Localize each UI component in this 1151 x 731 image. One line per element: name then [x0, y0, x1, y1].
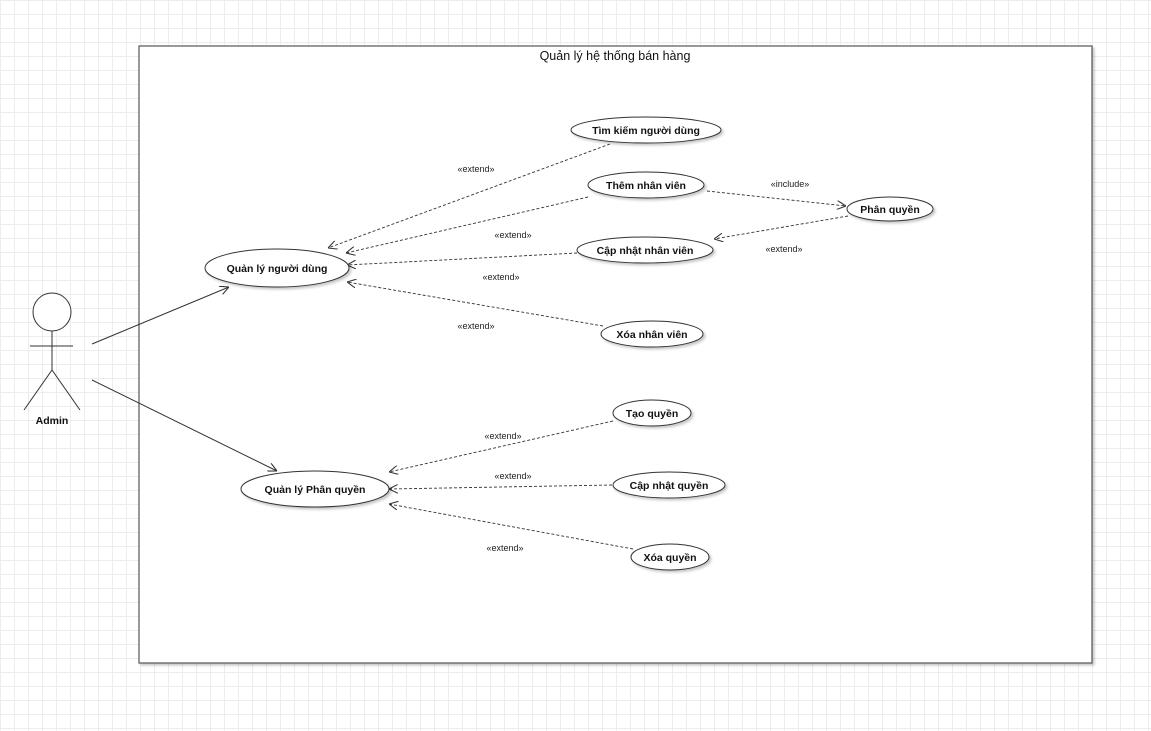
usecase-label: Xóa quyền: [643, 552, 696, 564]
association-admin-quan-ly-nguoi-dung[interactable]: [91, 287, 229, 345]
usecase-label: Tạo quyền: [626, 408, 679, 420]
actor-admin[interactable]: Admin: [23, 292, 81, 427]
actor-label: Admin: [36, 415, 69, 427]
stereotype-extend-label: «extend»: [486, 543, 523, 553]
stereotype-extend-label: «extend»: [494, 230, 531, 240]
actor-head: [32, 292, 72, 332]
usecase-label: Thêm nhân viên: [606, 180, 686, 192]
usecase-label: Phân quyền: [860, 204, 920, 216]
usecase-tao-quyen[interactable]: Tạo quyền: [612, 399, 692, 427]
stereotype-extend-label: «extend»: [457, 321, 494, 331]
usecase-cap-nhat-quyen[interactable]: Cập nhật quyền: [612, 471, 726, 499]
association-admin-quan-ly-phan-quyen[interactable]: [91, 379, 277, 471]
stereotype-include-label: «include»: [771, 179, 810, 189]
usecase-label: Cập nhật quyền: [630, 480, 709, 492]
stereotype-extend-label: «extend»: [482, 272, 519, 282]
extend-cap-nhat-nhan-vien[interactable]: [347, 252, 578, 265]
usecase-label: Tìm kiếm người dùng: [592, 125, 700, 137]
extend-tao-quyen[interactable]: [389, 420, 614, 472]
extend-xoa-quyen[interactable]: [389, 504, 634, 550]
stereotype-extend-label: «extend»: [494, 471, 531, 481]
include-phan-quyen[interactable]: [706, 190, 846, 206]
extend-them-nhan-vien[interactable]: [346, 196, 589, 253]
usecase-tim-kiem-nguoi-dung[interactable]: Tìm kiếm người dùng: [570, 116, 722, 144]
system-boundary[interactable]: Quản lý hệ thống bán hàng: [138, 45, 1093, 664]
usecase-xoa-nhan-vien[interactable]: Xóa nhân viên: [600, 320, 704, 348]
usecase-quan-ly-nguoi-dung[interactable]: Quản lý người dùng: [204, 248, 350, 288]
usecase-label: Quản lý người dùng: [227, 263, 328, 275]
actor-right-leg: [51, 369, 81, 411]
usecase-label: Quản lý Phân quyền: [265, 484, 366, 496]
stereotype-extend-label: «extend»: [765, 244, 802, 254]
system-title: Quản lý hệ thống bán hàng: [540, 49, 691, 63]
usecase-cap-nhat-nhan-vien[interactable]: Cập nhật nhân viên: [576, 236, 714, 264]
stereotype-extend-label: «extend»: [457, 164, 494, 174]
extend-tim-kiem[interactable]: [328, 143, 611, 248]
usecase-quan-ly-phan-quyen[interactable]: Quản lý Phân quyền: [240, 470, 390, 508]
extend-phan-quyen-cap-nhat[interactable]: [714, 215, 849, 239]
stereotype-extend-label: «extend»: [484, 431, 521, 441]
extend-xoa-nhan-vien[interactable]: [347, 282, 604, 327]
extend-cap-nhat-quyen[interactable]: [389, 485, 613, 489]
usecase-label: Cập nhật nhân viên: [597, 245, 694, 257]
usecase-them-nhan-vien[interactable]: Thêm nhân viên: [587, 171, 705, 199]
usecase-xoa-quyen[interactable]: Xóa quyền: [630, 543, 710, 571]
usecase-phan-quyen[interactable]: Phân quyền: [846, 196, 934, 222]
actor-left-leg: [23, 369, 53, 411]
usecase-label: Xóa nhân viên: [616, 329, 687, 341]
